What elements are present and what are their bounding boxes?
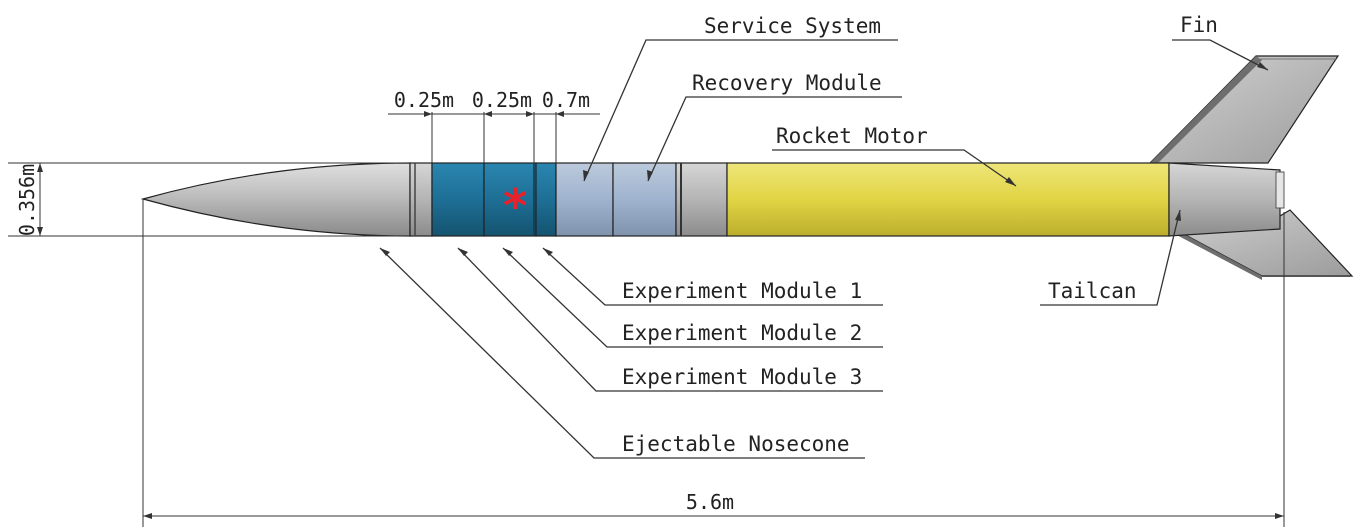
- length-dimension: [142, 199, 1285, 527]
- diameter-label: 0.356m: [15, 164, 39, 236]
- experiment-module-1-label: Experiment Module 1: [622, 279, 862, 303]
- experiment-module-3-body: [431, 162, 485, 237]
- nosecone: [140, 162, 411, 237]
- module-dimensions: [388, 111, 600, 163]
- rocket-motor-body: [726, 162, 1170, 237]
- module-marker: *: [503, 179, 527, 233]
- module-length-2-label: 0.25m: [472, 88, 532, 112]
- recovery-module-label: Recovery Module: [692, 71, 882, 95]
- service-system-label: Service System: [704, 14, 881, 38]
- rocket-motor-label: Rocket Motor: [776, 124, 928, 148]
- fin-upper: [1148, 55, 1340, 164]
- recovery-module-body: [612, 162, 677, 237]
- experiment-module-2-body: [483, 162, 537, 237]
- total-length-label: 5.6m: [686, 490, 734, 514]
- diameter-dimension: [8, 162, 410, 237]
- tailcan-label: Tailcan: [1048, 279, 1137, 303]
- experiment-module-1-body: [535, 162, 557, 237]
- module-length-3-label: 0.7m: [542, 88, 590, 112]
- motor-coupler: [675, 162, 728, 237]
- experiment-module-2-label: Experiment Module 2: [622, 321, 862, 345]
- module-length-1-label: 0.25m: [394, 88, 454, 112]
- ejectable-nosecone-label: Ejectable Nosecone: [622, 432, 850, 456]
- experiment-module-3-label: Experiment Module 3: [622, 365, 862, 389]
- nose-coupler: [409, 162, 433, 237]
- fin-label: Fin: [1180, 13, 1218, 37]
- tailcan-body: [1168, 162, 1281, 237]
- leader-lines: [379, 39, 1269, 459]
